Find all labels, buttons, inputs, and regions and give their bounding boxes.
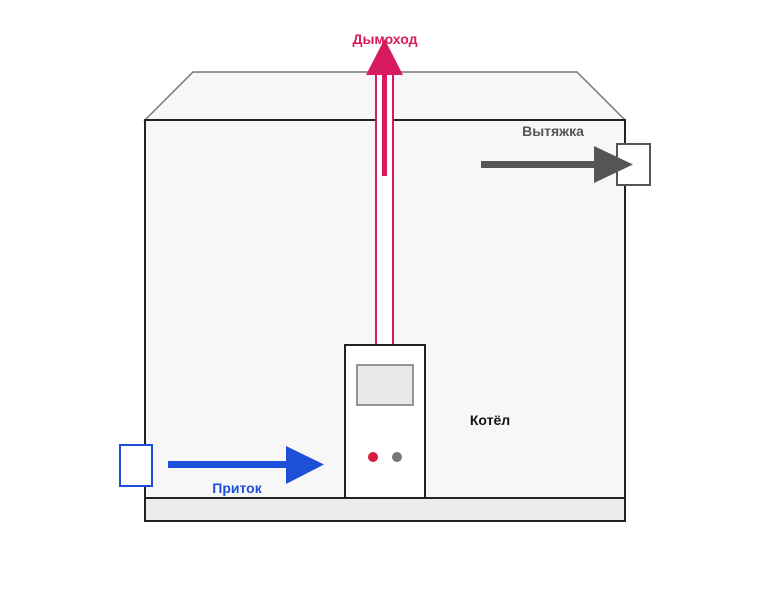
room-floor — [144, 497, 626, 522]
boiler-display — [356, 364, 414, 406]
boiler-label: Котёл — [470, 412, 510, 428]
supply-arrow — [168, 446, 324, 484]
exhaust-label: Вытяжка — [522, 123, 584, 139]
chimney-pipe-inner-line — [382, 70, 387, 176]
boiler-red-indicator — [368, 452, 378, 462]
supply-label: Приток — [212, 480, 262, 496]
boiler — [344, 344, 426, 499]
exhaust-arrow — [481, 146, 633, 183]
boiler-gray-indicator — [392, 452, 402, 462]
supply-vent — [119, 444, 153, 487]
chimney-label: Дымоход — [353, 31, 418, 47]
chimney-arrow-head — [366, 39, 403, 75]
